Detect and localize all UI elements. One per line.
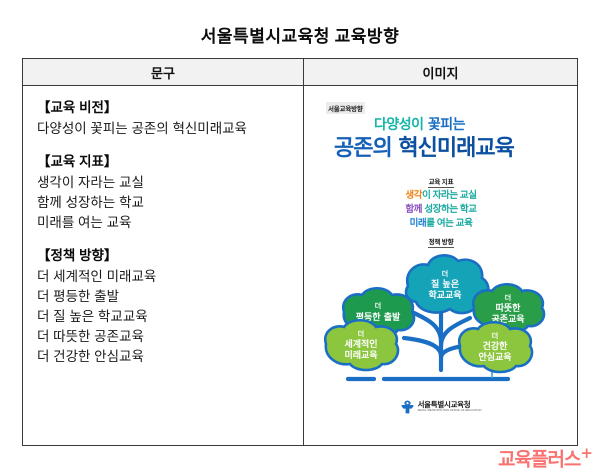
group-line: 함께 성장하는 학교 bbox=[37, 195, 144, 210]
poster-policy-label: 정책 방향 bbox=[427, 239, 455, 248]
svg-text:미래교육: 미래교육 bbox=[344, 349, 377, 361]
page-title: 서울특별시교육청 교육방향 bbox=[200, 27, 400, 46]
svg-text:학교교육: 학교교육 bbox=[428, 289, 461, 301]
tree-node-quality-education: 더 질 높은 학교교육 bbox=[404, 254, 490, 315]
svg-text:더: 더 bbox=[358, 329, 364, 338]
poster-title-word-coexistence: 공존의 bbox=[334, 136, 393, 161]
group-heading: 【정책 방향】 bbox=[37, 248, 118, 263]
table-header-phrase: 문구 bbox=[23, 59, 304, 85]
group-heading: 【교육 비전】 bbox=[37, 100, 118, 115]
group-line: 더 따뜻한 공존교육 bbox=[37, 329, 144, 344]
education-direction-poster: 서울교육방향 다양성이 꽃피는 공존의 혁신미래교육 교육 지표 생각이 자라는… bbox=[312, 90, 570, 434]
smoe-emblem-icon bbox=[401, 400, 414, 414]
svg-text:따뜻한: 따뜻한 bbox=[496, 302, 522, 314]
watermark: 교육플러스+ bbox=[498, 443, 593, 471]
poster-goal-line-3: 미래를 여는 교육 bbox=[312, 215, 570, 229]
goal-strong: 함께 bbox=[405, 204, 423, 215]
phrase-cell: 【교육 비전】 다양성이 꽃피는 공존의 혁신미래교육 【교육 지표】 생각이 … bbox=[23, 86, 304, 445]
group-policy: 【정책 방향】 더 세계적인 미래교육 더 평등한 출발 더 질 높은 학교교육… bbox=[37, 246, 303, 367]
group-vision: 【교육 비전】 다양성이 꽃피는 공존의 혁신미래교육 bbox=[37, 98, 303, 139]
svg-text:공존교육: 공존교육 bbox=[491, 314, 524, 325]
tree-node-healthy-safe-education: 더 건강한 안심교육 bbox=[457, 320, 534, 374]
goal-rest: 이 자라는 교실 bbox=[422, 190, 477, 201]
smoe-logo: 서울특별시교육청 SEOUL METROPOLITAN OFFICE OF ED… bbox=[312, 400, 570, 414]
svg-text:안심교육: 안심교육 bbox=[478, 351, 511, 363]
policy-tree-diagram: 더 질 높은 학교교육 더 평등한 출발 더 따뜻한 bbox=[323, 254, 546, 382]
poster-title-line2: 공존의 혁신미래교육 bbox=[334, 130, 515, 162]
svg-text:세계적인: 세계적인 bbox=[344, 338, 377, 350]
goal-rest: 를 여는 교육 bbox=[426, 218, 473, 229]
poster-title-word-future: 혁신미래교육 bbox=[398, 136, 514, 161]
group-heading: 【교육 지표】 bbox=[37, 154, 118, 169]
watermark-text: 교육플러스 bbox=[498, 448, 581, 470]
group-line: 더 평등한 출발 bbox=[37, 289, 120, 304]
smoe-logo-text: 서울특별시교육청 SEOUL METROPOLITAN OFFICE OF ED… bbox=[418, 401, 482, 412]
watermark-plus: + bbox=[580, 443, 593, 462]
poster-title-line1: 다양성이 꽃피는 bbox=[374, 114, 466, 134]
image-cell: 서울교육방향 다양성이 꽃피는 공존의 혁신미래교육 교육 지표 생각이 자라는… bbox=[304, 86, 577, 445]
smoe-logo-korean: 서울특별시교육청 bbox=[417, 400, 471, 410]
poster-kicker: 서울교육방향 bbox=[326, 102, 365, 114]
svg-text:더: 더 bbox=[375, 301, 381, 310]
goal-rest: 성장하는 학교 bbox=[422, 204, 477, 215]
poster-goal-line-2: 함께 성장하는 학교 bbox=[312, 201, 570, 215]
poster-title-word-diversity: 다양성이 bbox=[374, 117, 424, 133]
group-line: 더 질 높은 학교교육 bbox=[37, 309, 148, 324]
svg-text:더: 더 bbox=[505, 293, 511, 302]
tree-node-global-future-education: 더 세계적인 미래교육 bbox=[323, 318, 400, 372]
svg-text:더: 더 bbox=[442, 269, 448, 278]
group-line: 다양성이 꽃피는 공존의 혁신미래교육 bbox=[37, 121, 247, 136]
svg-text:더: 더 bbox=[492, 331, 498, 340]
poster-title-word-bloom: 꽃피는 bbox=[427, 117, 466, 133]
group-line: 더 세계적인 미래교육 bbox=[37, 269, 157, 284]
group-goals: 【교육 지표】 생각이 자라는 교실 함께 성장하는 학교 미래를 여는 교육 bbox=[37, 152, 303, 233]
poster-goal-line-1: 생각이 자라는 교실 bbox=[312, 187, 570, 201]
group-line: 더 건강한 안심교육 bbox=[37, 349, 144, 364]
goal-strong: 미래 bbox=[409, 218, 427, 229]
svg-text:질 높은: 질 높은 bbox=[431, 278, 459, 290]
group-line: 생각이 자라는 교실 bbox=[37, 175, 144, 190]
goal-strong: 생각 bbox=[405, 190, 423, 201]
group-line: 미래를 여는 교육 bbox=[37, 215, 132, 230]
table-header-image: 이미지 bbox=[422, 65, 459, 81]
table-body-row: 【교육 비전】 다양성이 꽃피는 공존의 혁신미래교육 【교육 지표】 생각이 … bbox=[23, 86, 577, 445]
content-table: 문구 이미지 【교육 비전】 다양성이 꽃피는 공존의 혁신미래교육 【교육 지… bbox=[22, 58, 578, 446]
svg-text:건강한: 건강한 bbox=[483, 340, 509, 352]
table-header-row: 문구 이미지 bbox=[23, 59, 577, 86]
smoe-logo-english: SEOUL METROPOLITAN OFFICE OF EDUCATION bbox=[417, 408, 482, 412]
poster-goal-label: 교육 지표 bbox=[427, 179, 455, 188]
